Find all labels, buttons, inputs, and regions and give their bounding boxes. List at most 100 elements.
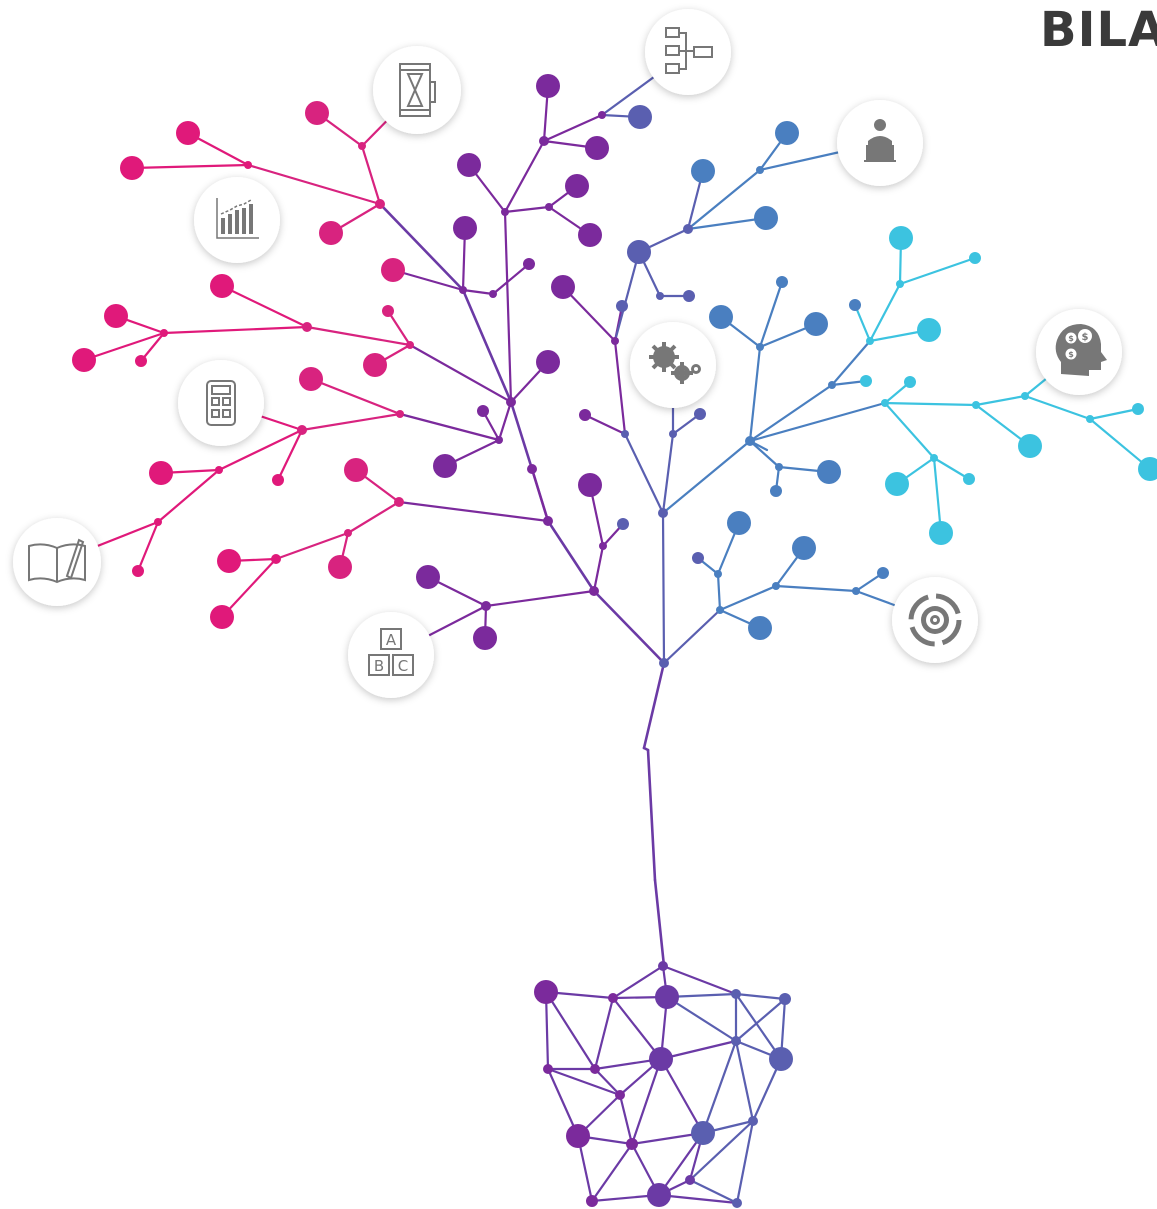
branch-segment: [309, 377, 402, 416]
branch-segment: [718, 584, 778, 612]
brand-logo-text: BILA: [1040, 4, 1157, 56]
tree-node: [969, 252, 981, 264]
tree-node: [792, 536, 816, 560]
tree-node: [745, 436, 755, 446]
tree-node: [545, 203, 553, 211]
tree-node: [215, 466, 223, 474]
branch-segment: [592, 544, 605, 593]
tree-node: [1021, 392, 1029, 400]
tree-node: [685, 1175, 695, 1185]
tree-node: [770, 485, 782, 497]
branch-segment: [530, 467, 550, 523]
svg-text:$: $: [1068, 350, 1074, 359]
tree-node: [481, 601, 491, 611]
branch-segment: [1088, 407, 1140, 421]
branch-segment: [613, 339, 627, 436]
tree-node: [896, 280, 904, 288]
branch-segment: [346, 500, 401, 535]
branch-segment: [657, 1193, 739, 1205]
branch-segment: [748, 383, 834, 443]
branch-segment: [686, 216, 768, 231]
tree-node: [344, 458, 368, 482]
tree-node: [210, 605, 234, 629]
branch-segment: [593, 1067, 622, 1097]
tree-node: [756, 343, 764, 351]
tree-node: [477, 405, 489, 417]
tree-node: [683, 290, 695, 302]
svg-text:$: $: [1068, 334, 1074, 343]
branch-segment: [544, 990, 597, 1071]
tree-node: [692, 552, 704, 564]
branch-segment: [662, 608, 722, 665]
tree-node: [731, 989, 741, 999]
tree-node: [536, 350, 560, 374]
gears-icon: [630, 322, 716, 408]
tree-node: [617, 518, 629, 530]
branch-segment: [544, 990, 550, 1071]
branch-segment: [391, 268, 465, 292]
tree-node: [608, 993, 618, 1003]
branch-segment: [623, 432, 665, 515]
tree-node: [381, 258, 405, 282]
tree-node: [930, 454, 938, 462]
network-pot: [534, 961, 793, 1208]
branch-segment: [503, 139, 546, 214]
branch-segment: [974, 394, 1027, 407]
tree-node: [473, 626, 497, 650]
tree-node: [655, 985, 679, 1009]
tree-node: [626, 1138, 638, 1150]
tree-node: [709, 305, 733, 329]
branch-segment: [162, 325, 309, 335]
branch-segment: [734, 997, 787, 1043]
tree-node: [683, 224, 693, 234]
tree-node: [748, 616, 772, 640]
branch-segment: [748, 345, 762, 443]
branch-segment: [360, 144, 382, 206]
branch-segment: [503, 205, 551, 214]
calculator-icon: [178, 360, 264, 446]
tree-node: [775, 121, 799, 145]
tree-node: [881, 399, 889, 407]
branch-segment: [593, 996, 615, 1071]
branch-segment: [657, 1131, 705, 1197]
tree-node: [779, 993, 791, 1005]
tree-node: [852, 587, 860, 595]
tree-node: [149, 461, 173, 485]
tree-node: [929, 521, 953, 545]
tree-node: [433, 454, 457, 478]
branch-segment: [246, 163, 382, 206]
branch-segment: [276, 428, 304, 482]
tree-node: [866, 337, 874, 345]
tree-node: [659, 658, 669, 668]
branch-segment: [630, 1057, 663, 1146]
branch-segment: [136, 520, 160, 573]
tree-node: [585, 136, 609, 160]
branch-segment: [1023, 394, 1092, 421]
tree-node: [889, 226, 913, 250]
branch-segment: [735, 1119, 755, 1205]
tree-node: [586, 1195, 598, 1207]
branch-segment: [932, 456, 971, 481]
branch-segment: [661, 432, 675, 515]
branch-segment: [497, 400, 513, 442]
branch-segment: [661, 511, 666, 665]
tree-node: [305, 101, 329, 125]
notebook-pen-icon: [13, 518, 101, 606]
branch-segment: [491, 262, 531, 296]
hourglass-notebook-icon: [373, 46, 461, 134]
branch-segment: [156, 468, 221, 524]
tree-node: [616, 300, 628, 312]
branch-segment: [546, 1067, 622, 1097]
branch-segment: [583, 413, 627, 436]
tree-node: [217, 549, 241, 573]
tree-node: [396, 410, 404, 418]
branch-segment: [734, 992, 783, 1061]
tree-node: [579, 409, 591, 421]
tree-node: [769, 1047, 793, 1071]
branch-segment: [274, 531, 350, 561]
tree-node: [565, 174, 589, 198]
tree-node: [319, 221, 343, 245]
branch-segment: [509, 400, 534, 471]
branch-segment: [130, 163, 250, 170]
tree-node: [363, 353, 387, 377]
